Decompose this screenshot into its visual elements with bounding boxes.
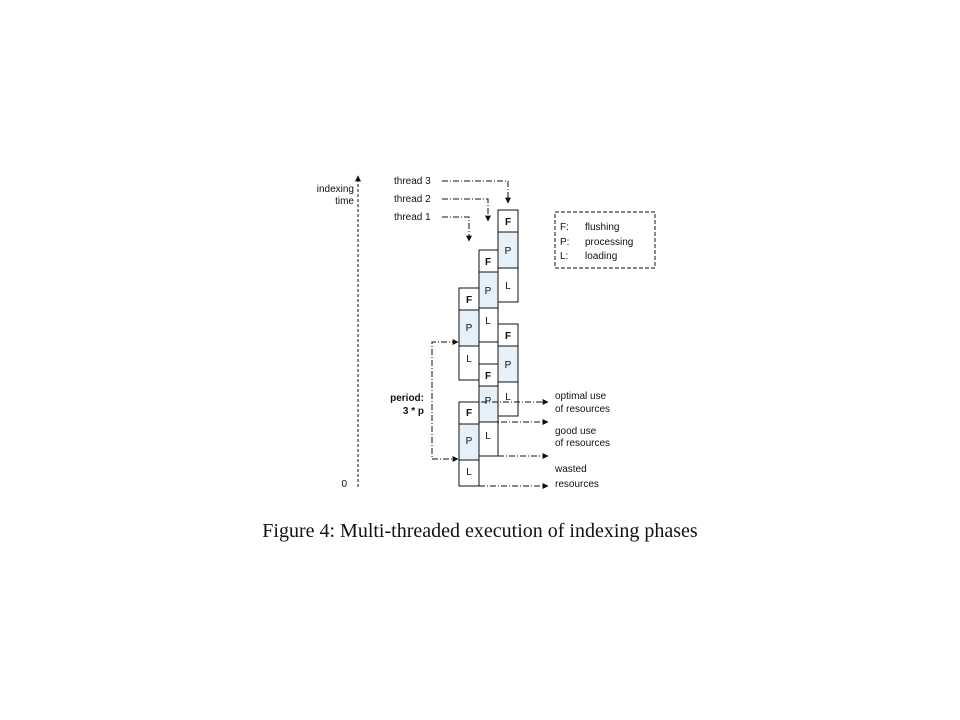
thread-1-block-load-2 (458, 459, 480, 487)
thread-2-pointer (442, 198, 491, 222)
block-label: F (505, 331, 511, 342)
thread-1-pointer (442, 216, 472, 242)
legend-key-process: P: (560, 237, 569, 248)
block-label: P (505, 246, 512, 257)
good-use-label-2: of resources (555, 438, 610, 449)
legend-text-loading: loading (585, 251, 617, 262)
block-label: L (485, 316, 491, 327)
block-label: P (485, 396, 492, 407)
period-formula: 3 * p (403, 406, 424, 417)
period-bracket (431, 339, 459, 462)
axis-zero-label: 0 (341, 479, 347, 490)
block-label: F (466, 408, 472, 419)
optimal-use-label-2: of resources (555, 404, 610, 415)
thread-1-label: thread 1 (394, 212, 431, 223)
wasted-label-2: resources (555, 479, 599, 490)
thread-3-pointer (442, 180, 511, 204)
legend-text-processing: processing (585, 237, 633, 248)
good-use-label-1: good use (555, 426, 597, 437)
block-label: P (505, 360, 512, 371)
thread-2-label: thread 2 (394, 194, 431, 205)
axis-label-time: time (335, 196, 354, 207)
legend-key-flush: F: (560, 222, 569, 233)
legend-key-load: L: (560, 251, 568, 262)
block-label: F (485, 257, 491, 268)
block-label: L (466, 354, 472, 365)
optimal-use-label-1: optimal use (555, 391, 607, 402)
block-label: L (505, 281, 511, 292)
wasted-label-1: wasted (554, 464, 587, 475)
legend-box (554, 211, 656, 269)
block-label: P (485, 286, 492, 297)
thread-1-block-load-1 (458, 345, 480, 381)
thread-3-label: thread 3 (394, 176, 431, 187)
block-label: F (505, 217, 511, 228)
block-label: L (505, 392, 511, 403)
figure-caption: Figure 4: Multi-threaded execution of in… (262, 520, 698, 542)
block-label: F (485, 371, 491, 382)
block-label: P (466, 323, 473, 334)
legend-text-flushing: flushing (585, 222, 619, 233)
block-label: L (466, 467, 472, 478)
period-label: period: (390, 393, 424, 404)
block-label: F (466, 295, 472, 306)
block-label: L (485, 431, 491, 442)
block-label: P (466, 436, 473, 447)
axis-label-indexing: indexing (317, 184, 354, 195)
